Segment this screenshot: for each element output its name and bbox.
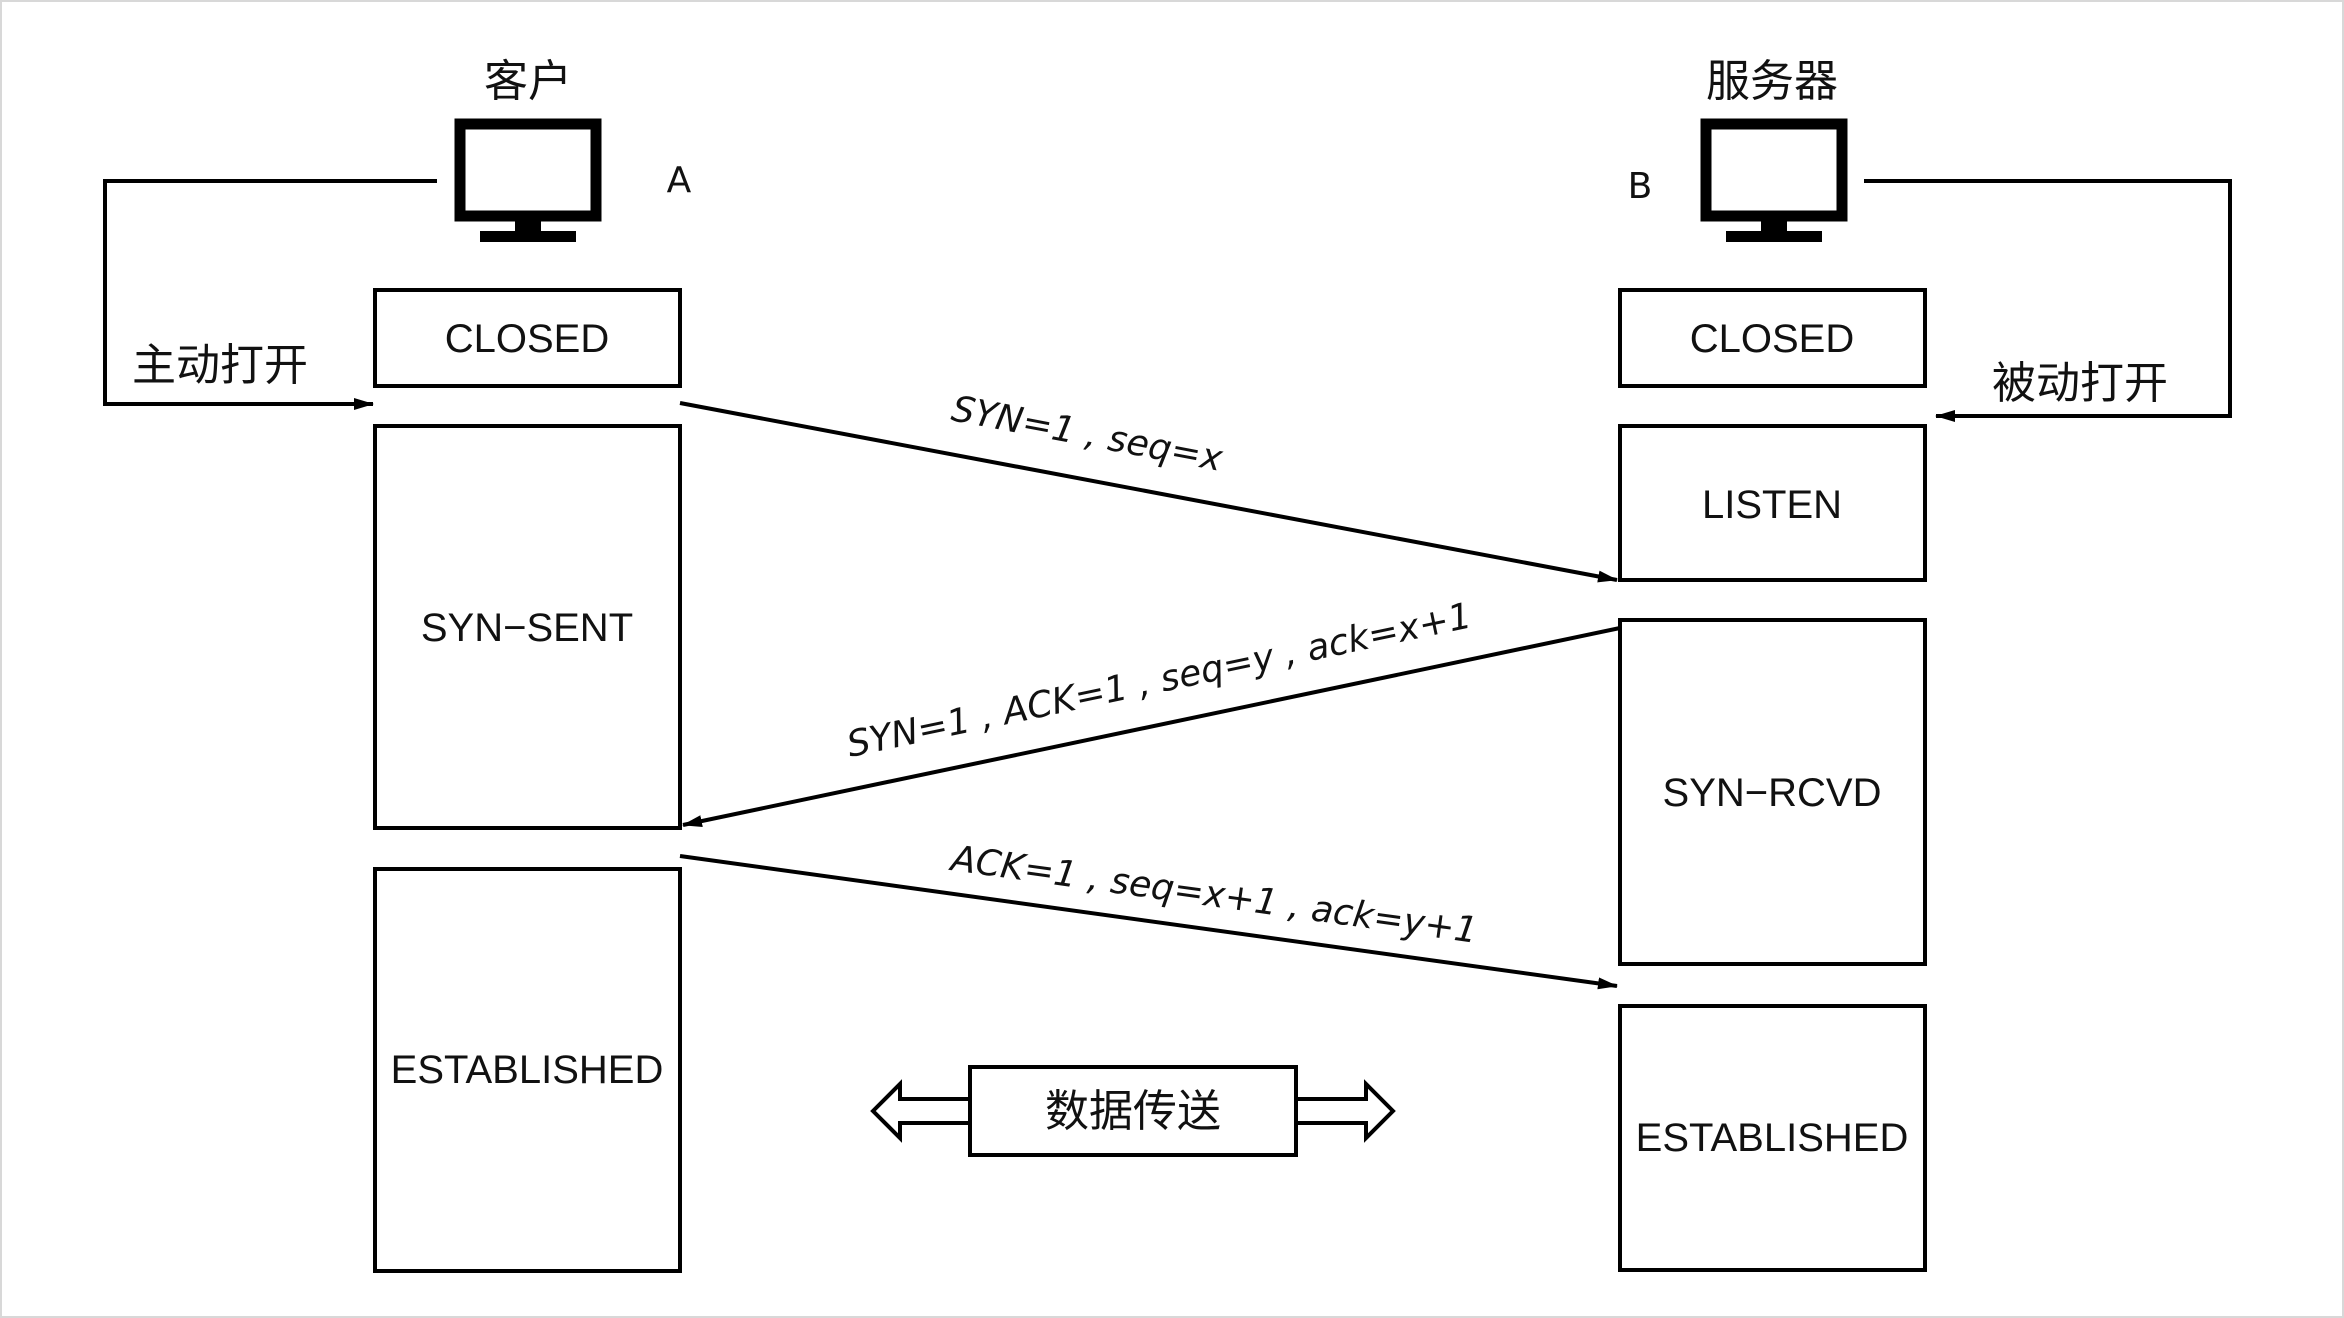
data-transfer-arrow: 数据传送 [870,1065,1396,1157]
client-state-closed: CLOSED [373,288,682,388]
client-monitor-icon [454,118,602,242]
data-transfer-label: 数据传送 [1045,1086,1221,1137]
server-endpoint-label: B [1628,166,1653,207]
client-state-syn-sent-label: SYN−SENT [421,606,633,650]
syn-ack-message-arrow [682,626,1621,827]
server-monitor-icon [1700,118,1848,242]
server-state-syn-rcvd: SYN−RCVD [1618,618,1927,966]
client-state-established: ESTABLISHED [373,867,682,1273]
server-title: 服务器 [1706,56,1838,107]
server-state-closed-label: CLOSED [1690,317,1855,361]
syn-message-label: SYN=1 , seq=x [948,389,1226,480]
server-state-listen: LISTEN [1618,424,1927,582]
server-state-established-label: ESTABLISHED [1636,1116,1909,1160]
client-state-syn-sent: SYN−SENT [373,424,682,830]
passive-open-label: 被动打开 [1992,358,2168,409]
passive-open-arrow [1864,179,2232,422]
server-state-established: ESTABLISHED [1618,1004,1927,1272]
syn-message-arrow [679,401,1618,583]
client-state-established-label: ESTABLISHED [391,1048,664,1092]
syn-ack-message-label: SYN=1 , ACK=1 , seq=y , ack=x+1 [843,595,1475,765]
ack-message-label: ACK=1 , seq=x+1 , ack=y+1 [947,838,1480,952]
ack-message-arrow [679,854,1618,990]
active-open-label: 主动打开 [132,340,308,391]
client-title: 客户 [484,56,572,107]
active-open-arrow [103,179,437,410]
server-state-listen-label: LISTEN [1702,483,1842,527]
server-state-closed: CLOSED [1618,288,1927,388]
client-endpoint-label: A [667,160,692,201]
server-state-syn-rcvd-label: SYN−RCVD [1663,771,1882,815]
data-transfer-box [968,1065,1298,1157]
left-double-arrow-icon [870,1079,974,1143]
right-double-arrow-icon [1292,1079,1396,1143]
client-state-closed-label: CLOSED [445,317,610,361]
